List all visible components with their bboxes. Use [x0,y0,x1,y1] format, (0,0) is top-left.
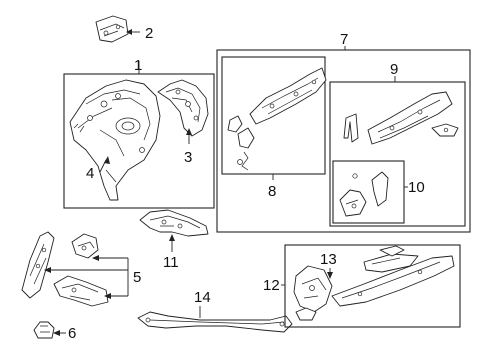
leader-5 [48,257,129,297]
part-5-bracket-lower [53,275,109,307]
callout-14: 14 [194,289,211,306]
part-5-rail-left [21,231,55,299]
part-4-wheelhouse [69,79,161,201]
group-box-10 [332,160,405,224]
part-5-bracket-upper [71,233,99,259]
part-14-crossmember [137,311,293,333]
arrow-3 [186,128,192,135]
arrow-4 [104,156,110,164]
part-13-bracket [293,265,333,321]
callout-6: 6 [68,325,76,342]
part-9-small-bracket [431,123,459,137]
part-9-rail [367,91,453,145]
arrow-5b [92,255,99,261]
callout-8: 8 [268,183,276,200]
callout-5: 5 [133,269,141,286]
callout-11: 11 [163,254,179,271]
group-box-12 [284,244,461,328]
part-8-brackets [227,115,255,171]
callout-7: 7 [340,31,348,48]
part-6-clip [33,321,55,339]
part-9-handle [343,113,359,143]
callout-13: 13 [320,251,337,268]
arrow-6 [53,330,60,336]
part-3-inner-panel [157,79,209,137]
group-box-7 [216,49,471,233]
group-box-8 [221,56,326,175]
callout-10: 10 [408,179,425,196]
arrow-5a [44,267,51,273]
arrow-5c [104,293,111,299]
callout-12: 12 [263,277,280,294]
callout-9: 9 [390,61,398,78]
arrow-13 [327,272,333,279]
callout-2: 2 [145,25,153,42]
part-12-small-plate [379,245,405,257]
part-10-bracket [339,171,389,217]
callout-1: 1 [134,57,142,74]
part-11-support [139,209,209,237]
arrow-11 [169,234,175,241]
part-12-sill [331,255,455,307]
part-2-bracket [95,15,129,43]
part-8-side-rail [249,67,327,125]
callout-3: 3 [184,149,192,166]
callout-4: 4 [86,165,94,182]
group-box-9 [329,81,466,227]
arrow-2 [126,29,132,35]
